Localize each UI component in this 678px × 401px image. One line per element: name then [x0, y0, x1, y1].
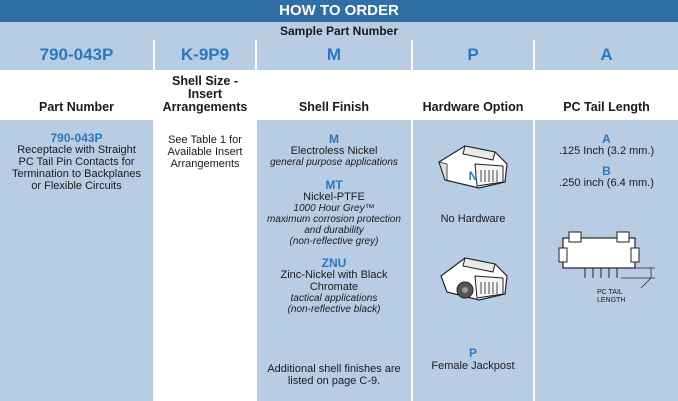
pc-tail-option-code: B — [602, 164, 611, 178]
hardware-option-code: P — [468, 346, 477, 360]
shell-size-desc-line: See Table 1 for — [168, 134, 242, 146]
pc-tail-body: A .125 Inch (3.2 mm.) B .250 inch (6.4 m… — [535, 120, 678, 401]
part-number-desc-line: Termination to Backplanes — [11, 168, 141, 180]
finish-option-note: maximum corrosion protection — [267, 214, 401, 225]
part-number-desc-line: or Flexible Circuits — [31, 180, 122, 192]
shell-finish-column: M Shell Finish M Electroless Nickel gene… — [257, 40, 411, 401]
hardware-code: P — [413, 40, 533, 70]
part-number-desc-line: PC Tail Pin Contacts for — [18, 156, 135, 168]
hardware-option-code: N — [468, 169, 478, 183]
part-number-entry-code: 790-043P — [50, 131, 103, 145]
part-number-header: Part Number — [0, 70, 153, 118]
part-number-code: 790-043P — [0, 40, 153, 70]
how-to-order-title: HOW TO ORDER — [0, 0, 678, 22]
finish-footer-line: listed on page C-9. — [287, 375, 381, 387]
shell-size-column: K-9P9 Shell Size - Insert Arrangements S… — [155, 40, 255, 401]
finish-option-note: general purpose applications — [270, 157, 398, 168]
hardware-option-name: No Hardware — [440, 213, 506, 225]
shell-size-body: See Table 1 for Available Insert Arrange… — [155, 120, 255, 401]
finish-option-note: 1000 Hour Grey™ — [293, 203, 375, 214]
finish-option-name: Zinc-Nickel with Black — [280, 269, 388, 281]
pc-tail-diagram-icon — [558, 231, 655, 289]
shell-finish-code: M — [257, 40, 411, 70]
pc-tail-header: PC Tail Length — [535, 70, 678, 118]
hardware-option-name: Female Jackpost — [431, 360, 515, 372]
finish-option-note: (non-reflective black) — [287, 304, 381, 315]
finish-option-code: MT — [325, 178, 343, 192]
sample-part-number-label: Sample Part Number — [0, 22, 678, 40]
connector-jackpost-icon — [440, 257, 508, 301]
shell-size-desc-line: Arrangements — [170, 158, 240, 170]
finish-option-code: ZNU — [321, 256, 347, 270]
pc-tail-diagram-label: PC TAIL — [597, 289, 623, 296]
pc-tail-option-value: .125 Inch (3.2 mm.) — [558, 145, 655, 157]
pc-tail-diagram-label: LENGTH — [597, 297, 626, 304]
shell-size-header-line: Arrangements — [162, 100, 248, 114]
shell-size-header-line: Insert — [187, 87, 223, 101]
pc-tail-option-code: A — [602, 132, 611, 146]
hardware-body: N No Hardware P Female Jackpost — [413, 120, 533, 401]
shell-size-desc-line: Available Insert — [167, 146, 243, 158]
hardware-header: Hardware Option — [413, 70, 533, 118]
shell-size-header: Shell Size - Insert Arrangements — [155, 70, 255, 118]
connector-no-hardware-icon — [438, 145, 508, 189]
finish-option-name: Nickel-PTFE — [303, 191, 365, 203]
pc-tail-code: A — [535, 40, 678, 70]
finish-footer-line: Additional shell finishes are — [267, 363, 401, 375]
part-number-body: 790-043P Receptacle with Straight PC Tai… — [0, 120, 153, 401]
part-number-desc-line: Receptacle with Straight — [17, 144, 136, 156]
shell-size-code: K-9P9 — [155, 40, 255, 70]
finish-option-note: (non-reflective grey) — [289, 236, 379, 247]
shell-finish-body: M Electroless Nickel general purpose app… — [257, 120, 411, 401]
hardware-column: P Hardware Option N No Hardware — [413, 40, 533, 401]
part-number-column: 790-043P Part Number 790-043P Receptacle… — [0, 40, 153, 401]
finish-option-note: and durability — [304, 225, 364, 236]
finish-option-note: tactical applications — [290, 293, 378, 304]
finish-option-name: Electroless Nickel — [290, 145, 378, 157]
pc-tail-column: A PC Tail Length A .125 Inch (3.2 mm.) B… — [535, 40, 678, 401]
shell-size-header-line: Shell Size - — [172, 74, 238, 88]
finish-option-code: M — [329, 132, 339, 146]
finish-option-name: Chromate — [309, 281, 359, 293]
shell-finish-header: Shell Finish — [257, 70, 411, 118]
pc-tail-option-value: .250 inch (6.4 mm.) — [559, 177, 654, 189]
